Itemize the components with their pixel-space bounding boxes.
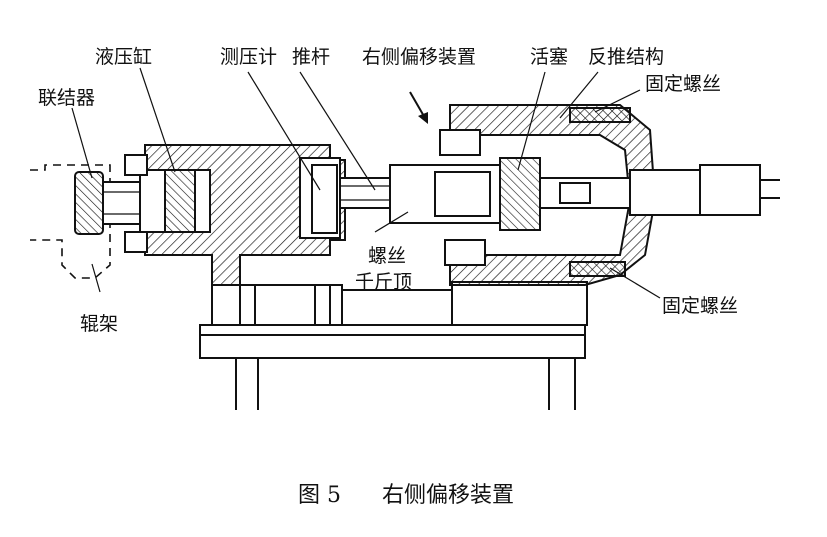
coupler-label: 联结器 — [38, 87, 95, 109]
leader-lines — [71, 67, 661, 299]
roller-frame-label: 辊架 — [80, 313, 118, 335]
screw-jack — [389, 157, 541, 231]
fixing-screw-top-label: 固定螺丝 — [645, 73, 721, 95]
figure-number: 图 5 — [298, 483, 341, 508]
fixing-screw-bottom — [569, 261, 626, 277]
roller-frame — [30, 164, 111, 279]
hydraulic-cylinder — [124, 144, 346, 286]
offset-housing — [439, 104, 780, 286]
right-offset-device-label: 右侧偏移装置 — [362, 46, 476, 68]
hydraulic-cylinder-label: 液压缸 — [95, 46, 152, 68]
base-frame — [199, 281, 588, 410]
pressure-gauge-label: 测压计 — [220, 46, 277, 68]
piston-label: 活塞 — [530, 46, 568, 68]
reaction-structure-label: 反推结构 — [588, 46, 664, 68]
screw-jack-label-line2: 千斤顶 — [355, 271, 412, 293]
fixing-screw-top — [569, 107, 631, 123]
figure-title: 右侧偏移装置 — [382, 483, 514, 508]
push-rod-label: 推杆 — [292, 46, 330, 68]
fixing-screw-bottom-label: 固定螺丝 — [662, 295, 738, 317]
screw-jack-label-line1: 螺丝 — [368, 245, 406, 267]
coupler — [74, 171, 144, 235]
